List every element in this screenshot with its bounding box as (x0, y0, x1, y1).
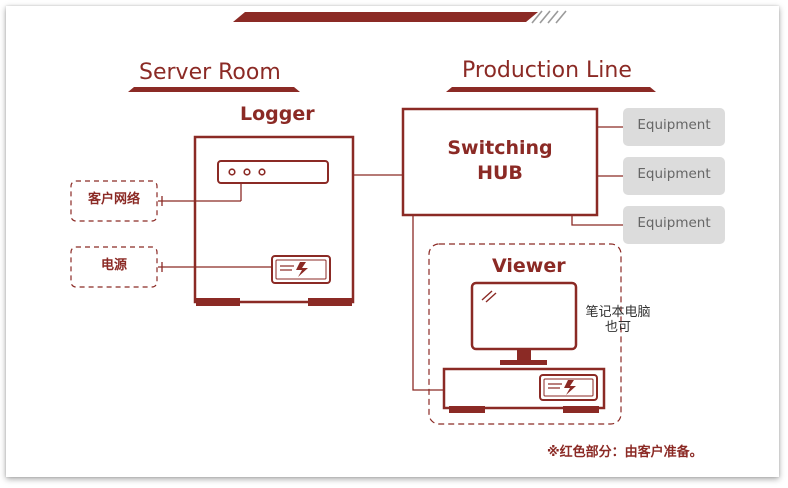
equipment-box-3 (623, 206, 725, 244)
viewer-label: Viewer (492, 255, 566, 277)
footnote: ※红色部分：由客户准备。 (547, 445, 703, 460)
power-box (70, 246, 158, 288)
server-room-underline (128, 87, 300, 92)
production-line-underline (446, 87, 656, 92)
equipment-box-1 (623, 108, 725, 146)
header-stripes (531, 10, 567, 24)
hub-viewer-link (412, 215, 444, 391)
server-room-title: Server Room (139, 60, 281, 85)
power-bolt-icon (296, 262, 308, 277)
equipment-label-1: Equipment (637, 117, 711, 133)
viewer-area (428, 243, 622, 425)
equipment-connectors (571, 126, 623, 226)
viewer-power-bolt-icon (564, 380, 576, 395)
hub-label-line1: Switching (447, 137, 553, 159)
customer-network-label: 客户网络 (87, 192, 140, 207)
equipment-label-3: Equipment (637, 215, 711, 231)
header-banner (233, 12, 538, 22)
customer-network-box (70, 180, 158, 222)
input-connectors (158, 184, 272, 272)
laptop-note-line1: 笔记本电脑 (585, 305, 651, 320)
production-line-title: Production Line (462, 58, 632, 83)
logger-label: Logger (240, 103, 315, 125)
hub-label-line2: HUB (477, 162, 523, 184)
power-label: 电源 (100, 258, 127, 273)
logger-cabinet (193, 135, 355, 306)
equipment-label-2: Equipment (637, 166, 711, 182)
monitor-icon (470, 281, 578, 365)
switching-hub-box (401, 107, 599, 217)
viewer-unit (442, 367, 606, 413)
laptop-note-line2: 也可 (604, 320, 631, 335)
equipment-box-2 (623, 157, 725, 195)
